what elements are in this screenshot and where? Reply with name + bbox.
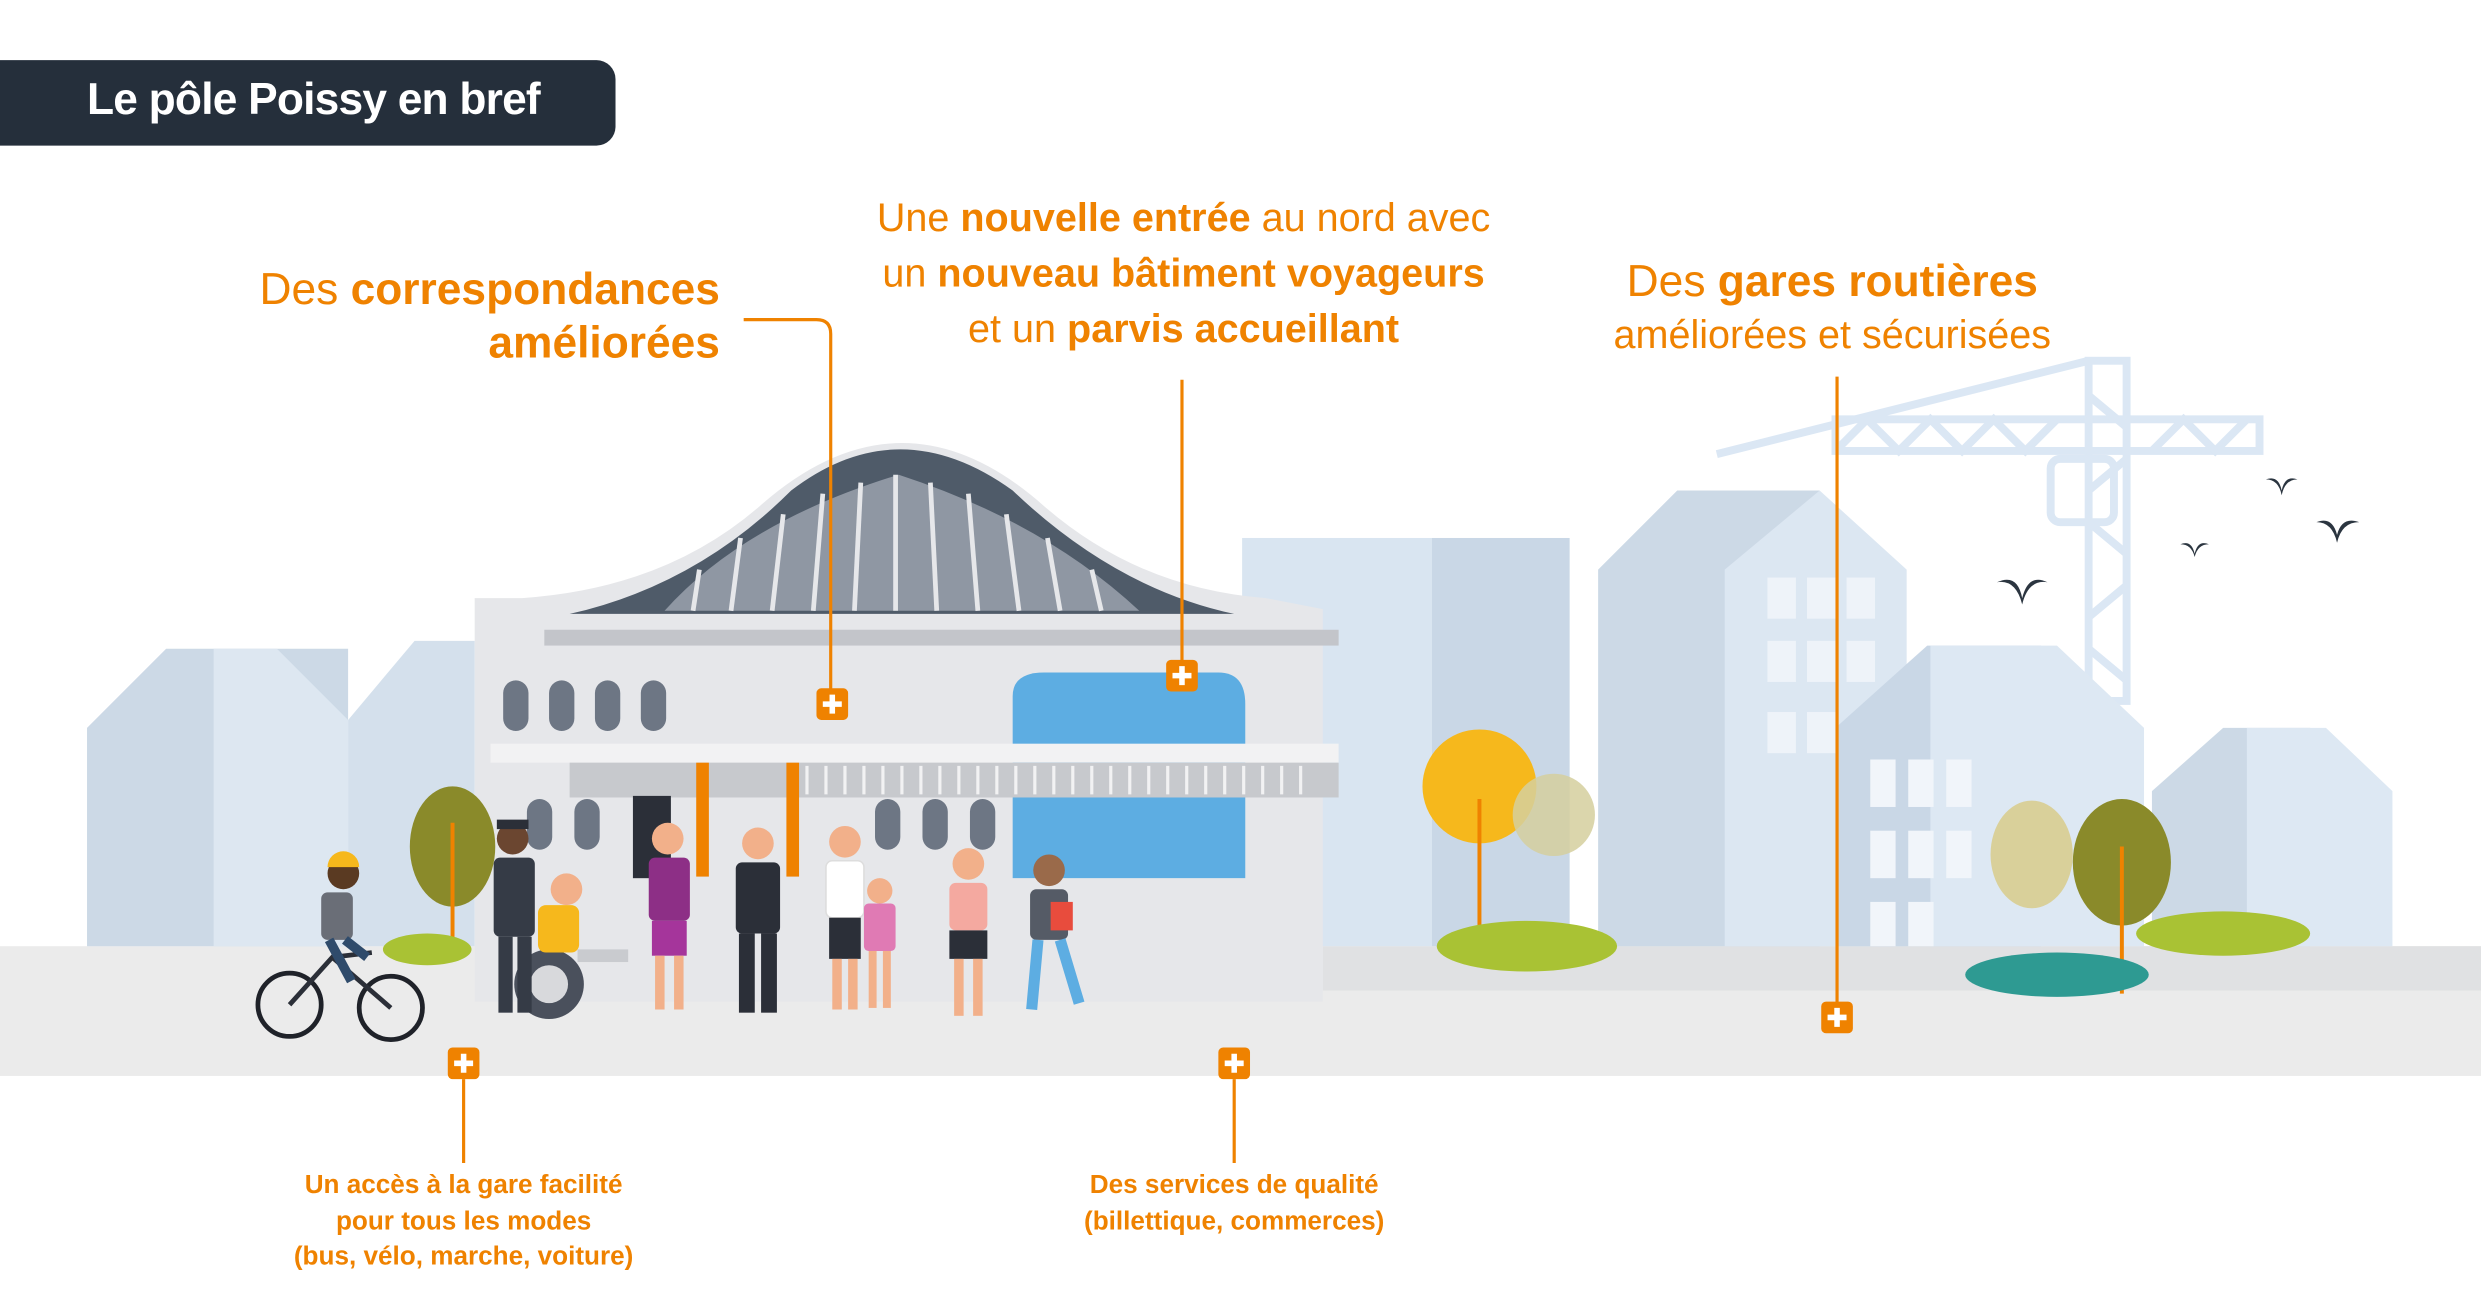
text-line: pour tous les modes xyxy=(335,1206,592,1235)
text-line: (billettique, commerces) xyxy=(1084,1206,1385,1235)
marker-services[interactable] xyxy=(1218,1047,1251,1080)
callout-acces: Un accès à la gare facilité pour tous le… xyxy=(226,1168,701,1275)
callout-services: Des services de qualité (billettique, co… xyxy=(997,1168,1472,1239)
cyclist xyxy=(255,851,425,1042)
crane xyxy=(1715,356,2264,705)
plus-icon xyxy=(454,1053,474,1073)
businessman xyxy=(735,827,781,1013)
text-bold: correspondances xyxy=(350,264,720,314)
plus-icon xyxy=(1224,1053,1244,1073)
woman-pink xyxy=(949,848,988,1016)
plus-icon xyxy=(1172,666,1192,686)
text-light: Des xyxy=(259,264,351,314)
callout-correspondances: Des correspondances améliorées xyxy=(259,263,719,371)
woman-purple xyxy=(648,822,690,1010)
callout-nouvelle-entree: Une nouvelle entrée au nord avec un nouv… xyxy=(867,191,1500,357)
birds xyxy=(1996,478,2360,605)
woman-white xyxy=(825,825,896,1010)
marker-acces[interactable] xyxy=(447,1047,480,1080)
title-banner: Le pôle Poissy en bref xyxy=(0,60,616,146)
text-light: au nord avec xyxy=(1250,196,1491,241)
text-light: améliorées et sécurisées xyxy=(1613,313,2052,358)
callout-gares-routieres: Des gares routières améliorées et sécuri… xyxy=(1516,253,2149,364)
boy xyxy=(1026,854,1085,1011)
text-light: un xyxy=(882,251,938,296)
plus-icon xyxy=(1827,1007,1847,1027)
text-light: et un xyxy=(968,306,1068,352)
station-building xyxy=(474,443,1339,1002)
marker-gares-routieres[interactable] xyxy=(1821,1001,1853,1034)
trees xyxy=(382,729,2311,997)
marker-nouvelle-entree[interactable] xyxy=(1166,659,1198,692)
text-line: (bus, vélo, marche, voiture) xyxy=(293,1242,634,1271)
text-bold: nouveau bâtiment voyageurs xyxy=(937,251,1485,296)
text-bold: améliorées xyxy=(488,318,720,368)
callout-lines xyxy=(462,318,1839,1163)
text-light: Des xyxy=(1626,256,1718,306)
page-title: Le pôle Poissy en bref xyxy=(87,74,541,124)
text-bold: nouvelle entrée xyxy=(960,196,1251,241)
houses-left xyxy=(87,640,475,947)
marker-correspondances[interactable] xyxy=(816,688,849,720)
text-bold: gares routières xyxy=(1717,256,2038,306)
plus-icon xyxy=(822,694,842,714)
text-line: Des services de qualité xyxy=(1089,1170,1379,1200)
text-light: Une xyxy=(876,196,961,241)
text-bold: parvis accueillant xyxy=(1067,306,1400,352)
people xyxy=(255,819,1085,1042)
text-line: Un accès à la gare facilité xyxy=(304,1170,623,1200)
station-agent xyxy=(493,819,535,1013)
